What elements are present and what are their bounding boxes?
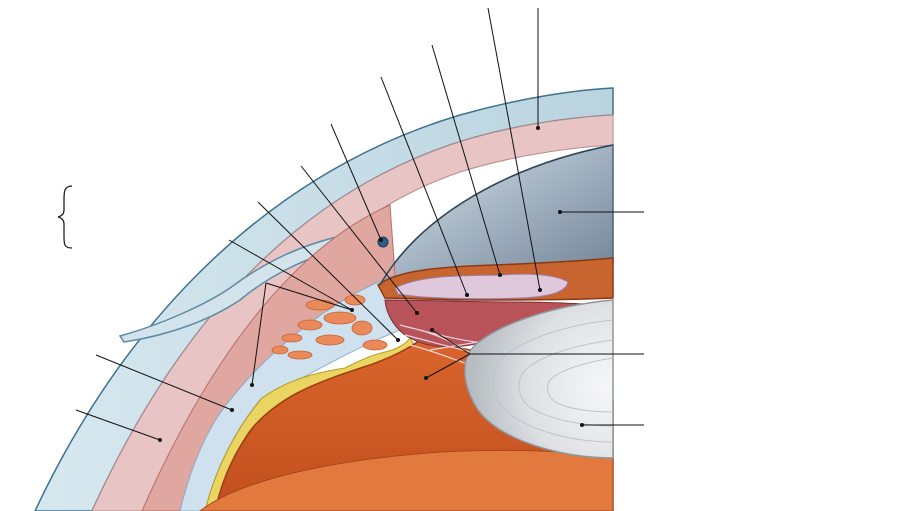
lens-fiber-rings — [492, 319, 614, 443]
schlemm-canal — [377, 236, 389, 248]
leader-lines — [75, 7, 644, 441]
corneal-endothelium — [379, 144, 614, 286]
crystalline-lens — [464, 299, 614, 459]
bracket-brace — [57, 185, 73, 249]
leader-dots — [158, 126, 584, 442]
iris-stroma — [394, 273, 569, 300]
